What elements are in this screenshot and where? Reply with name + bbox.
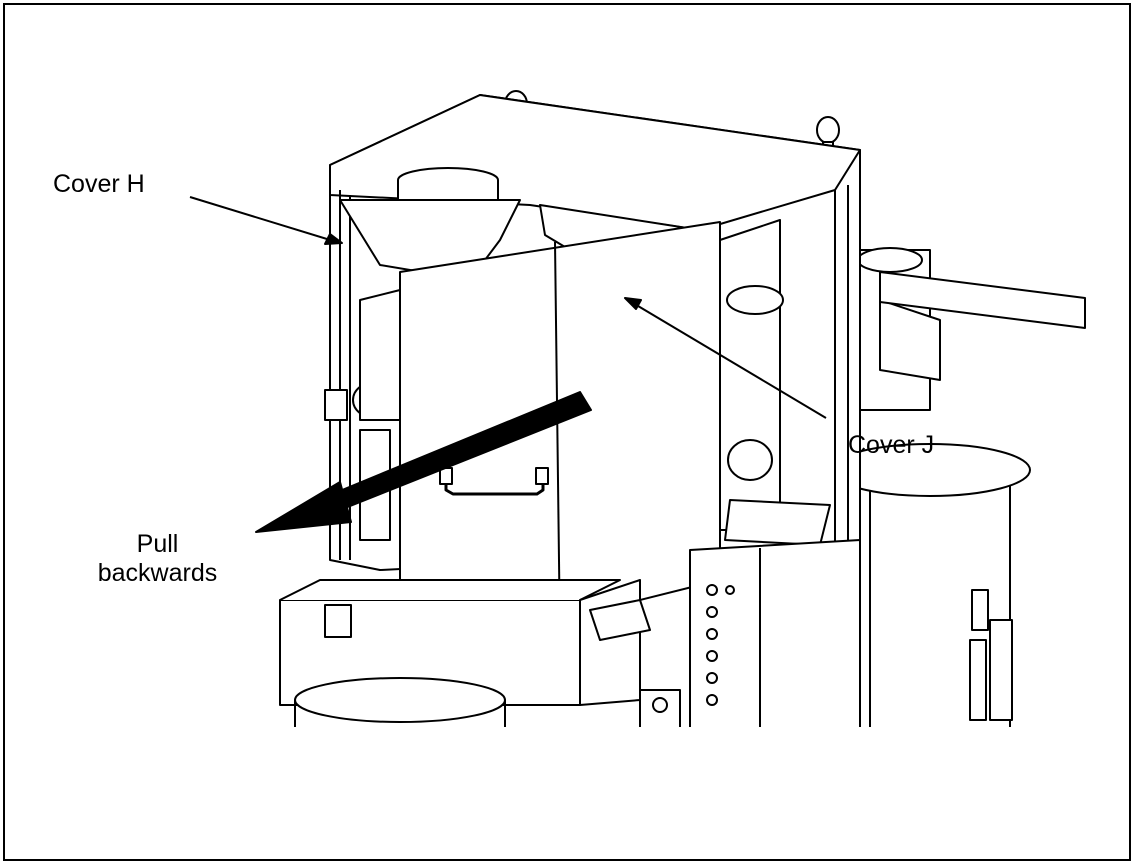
pull-arrow (255, 391, 592, 533)
control-panel (589, 539, 861, 731)
label-pull-line2: backwards (97, 559, 218, 587)
label-cover-h: Cover H (53, 170, 145, 198)
leader-cover-h (189, 196, 343, 245)
leader-cover-j (624, 297, 827, 419)
rear-drum (857, 247, 1086, 411)
label-cover-j: Cover J (848, 431, 935, 459)
cylinder-housing (829, 443, 1031, 731)
round-base (294, 677, 506, 730)
cover-j-panel (399, 221, 721, 641)
label-pull-backwards: Pull backwards (80, 530, 235, 588)
label-pull-line1: Pull (136, 530, 179, 558)
